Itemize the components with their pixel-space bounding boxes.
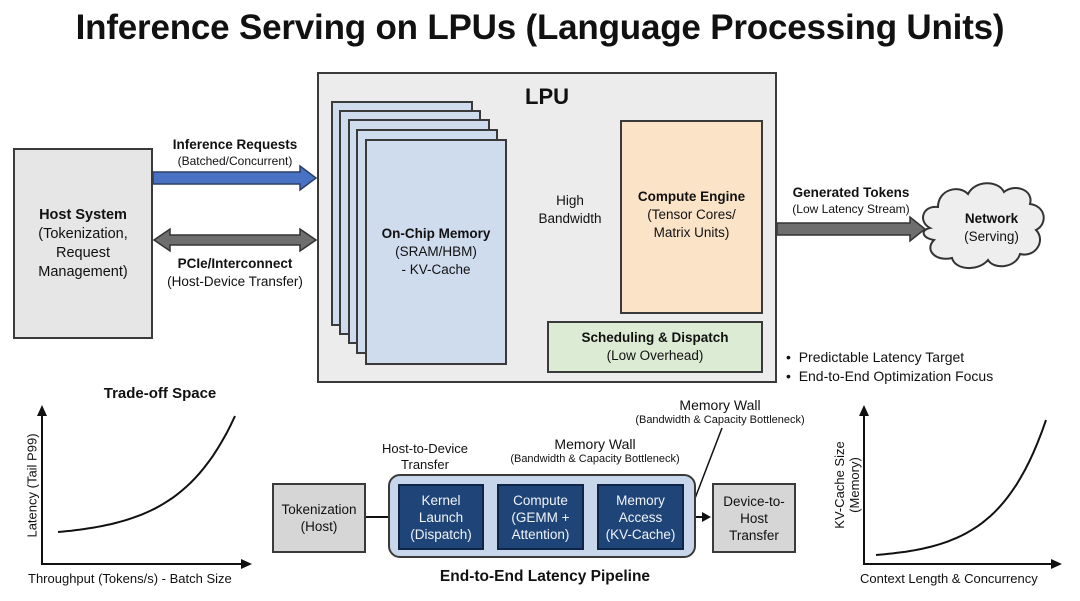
kv-xlabel: Context Length & Concurrency — [860, 571, 1038, 586]
compute-engine-box: Compute Engine (Tensor Cores/ Matrix Uni… — [620, 120, 763, 314]
network-title: Network — [964, 211, 1019, 226]
high-bandwidth-line: Bandwidth — [538, 211, 602, 226]
stage-line: Attention) — [511, 526, 570, 542]
network-label: Network (Serving) — [944, 210, 1039, 246]
on-chip-memory-title: On-Chip Memory — [381, 226, 491, 241]
inference-requests-label: Inference Requests (Batched/Concurrent) — [150, 136, 320, 169]
host-system-box: Host System (Tokenization, Request Manag… — [13, 148, 153, 339]
kv-y-arrowhead — [859, 405, 869, 416]
tradeoff-curve — [57, 415, 236, 533]
bullet-text: End-to-End Optimization Focus — [798, 368, 994, 384]
tradeoff-y-arrowhead — [37, 405, 47, 416]
kernel-launch-stage: Kernel Launch (Dispatch) — [398, 484, 484, 550]
h2d-annotation: Host-to-Device Transfer — [370, 441, 480, 473]
tradeoff-x-arrowhead — [241, 559, 252, 569]
stage-line: Launch — [418, 509, 464, 525]
kv-ylabel-line: (Memory) — [847, 457, 862, 513]
tradeoff-xlabel: Throughput (Tokens/s) - Batch Size — [28, 571, 232, 586]
h2d-line: Host-to-Device — [382, 441, 468, 456]
host-system-line: Management) — [38, 263, 128, 280]
kv-x-arrowhead — [1051, 559, 1062, 569]
kv-curve — [875, 419, 1047, 556]
h2d-line: Transfer — [401, 457, 449, 472]
stage-line: Access — [618, 509, 663, 525]
kv-cache-chart — [859, 405, 1062, 569]
tradeoff-title: Trade-off Space — [103, 385, 217, 402]
scheduling-title: Scheduling & Dispatch — [581, 330, 729, 345]
compute-engine-title: Compute Engine — [637, 189, 746, 204]
compute-stage: Compute (GEMM + Attention) — [497, 484, 584, 550]
pcie-label: PCIe/Interconnect (Host-Device Transfer) — [150, 255, 320, 291]
compute-engine-line: (Tensor Cores/ — [647, 207, 736, 222]
stage-line: (Dispatch) — [410, 526, 472, 542]
stage-line: Kernel — [421, 492, 461, 508]
stage-line: (GEMM + — [511, 509, 570, 525]
generated-tokens-arrow — [776, 215, 927, 243]
network-cloud-icon — [922, 182, 1045, 269]
tokenization-line: Tokenization — [281, 502, 357, 517]
on-chip-memory-box: On-Chip Memory (SRAM/HBM) - KV-Cache — [365, 139, 507, 365]
kv-ylabel-line: KV-Cache Size — [832, 441, 847, 529]
on-chip-memory-line: - KV-Cache — [401, 262, 471, 277]
bullet-item: • End-to-End Optimization Focus — [786, 368, 994, 384]
high-bandwidth-line: High — [556, 193, 584, 208]
host-system-line: (Tokenization, — [38, 225, 128, 242]
bullet-text: Predictable Latency Target — [798, 349, 965, 365]
kv-ylabel: KV-Cache Size (Memory) — [832, 410, 862, 560]
generated-tokens-title: Generated Tokens — [792, 185, 910, 200]
tokenization-box: Tokenization (Host) — [272, 483, 366, 553]
scheduling-subtitle: (Low Overhead) — [606, 348, 704, 363]
memory-access-stage: Memory Access (KV-Cache) — [597, 484, 684, 550]
pcie-title: PCIe/Interconnect — [177, 256, 293, 271]
memory-wall-title: Memory Wall — [554, 436, 636, 452]
inference-requests-subtitle: (Batched/Concurrent) — [177, 154, 293, 168]
lpu-label: LPU — [525, 84, 569, 109]
host-system-line: Request — [55, 244, 110, 261]
memory-wall-top-annotation: Memory Wall (Bandwidth & Capacity Bottle… — [605, 397, 835, 427]
host-system-title: Host System — [39, 206, 127, 223]
generated-tokens-subtitle: (Low Latency Stream) — [792, 202, 910, 216]
stage-line: Memory — [616, 492, 665, 508]
pcie-double-arrow — [152, 227, 318, 253]
on-chip-memory-line: (SRAM/HBM) — [395, 244, 477, 259]
inference-requests-title: Inference Requests — [172, 137, 298, 152]
memory-wall-subtitle: (Bandwidth & Capacity Bottleneck) — [635, 414, 805, 426]
memory-wall-mid-annotation: Memory Wall (Bandwidth & Capacity Bottle… — [480, 436, 710, 466]
tradeoff-chart — [37, 405, 252, 569]
device-to-host-line: Transfer — [729, 527, 779, 543]
tokenization-line: (Host) — [300, 519, 338, 534]
bullet-item: • Predictable Latency Target — [786, 349, 965, 365]
memory-wall-subtitle: (Bandwidth & Capacity Bottleneck) — [510, 453, 680, 465]
device-to-host-line: Device-to- — [723, 493, 785, 509]
device-to-host-box: Device-to- Host Transfer — [712, 483, 796, 553]
tradeoff-ylabel: Latency (Tail P99) — [24, 433, 40, 538]
stage-line: (KV-Cache) — [605, 526, 676, 542]
stage-line: Compute — [513, 492, 568, 508]
bullet-list: • Predictable Latency Target • End-to-En… — [786, 348, 993, 386]
scheduling-dispatch-box: Scheduling & Dispatch (Low Overhead) — [547, 321, 763, 373]
generated-tokens-label: Generated Tokens (Low Latency Stream) — [776, 184, 926, 217]
network-subtitle: (Serving) — [964, 229, 1019, 244]
diagram-title: Inference Serving on LPUs (Language Proc… — [75, 8, 1005, 47]
inference-requests-arrow — [152, 164, 318, 192]
device-to-host-line: Host — [740, 510, 768, 526]
pipeline-caption: End-to-End Latency Pipeline — [439, 568, 651, 585]
memory-wall-title: Memory Wall — [679, 397, 761, 413]
pcie-subtitle: (Host-Device Transfer) — [167, 274, 303, 289]
compute-engine-line: Matrix Units) — [653, 225, 730, 240]
high-bandwidth-label: High Bandwidth — [520, 192, 620, 228]
